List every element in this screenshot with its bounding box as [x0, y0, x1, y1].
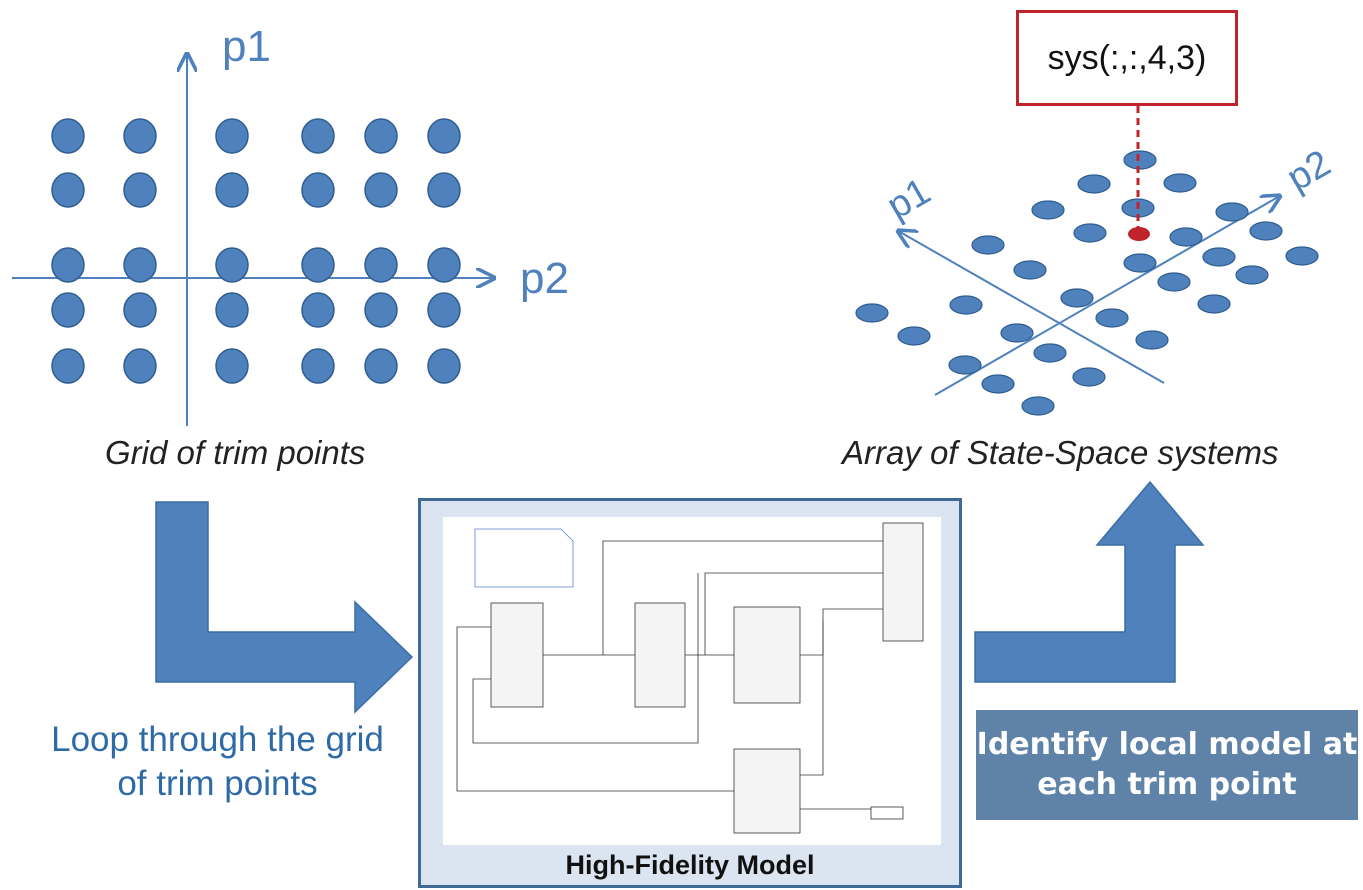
trim-point-grid — [51, 118, 461, 384]
grid-caption: Grid of trim points — [105, 434, 366, 471]
block-6 — [870, 806, 904, 820]
trim-point — [215, 172, 249, 208]
block-1 — [490, 602, 544, 708]
trim-point — [123, 292, 157, 328]
state-space-system-point — [1031, 200, 1065, 220]
note-block — [474, 528, 574, 588]
trim-point — [427, 348, 461, 384]
state-space-system-point — [1285, 246, 1319, 266]
state-space-system-point — [1073, 223, 1107, 243]
state-space-system-point — [1013, 260, 1047, 280]
state-space-system-point — [1060, 288, 1094, 308]
trim-point — [427, 118, 461, 154]
state-space-system-point — [1077, 174, 1111, 194]
model-diagram-thumbnail — [443, 517, 941, 845]
array-p1-axis-line — [900, 232, 1165, 384]
identify-local-model-box: Identify local model at each trim point — [976, 710, 1358, 820]
state-space-system-point — [981, 374, 1015, 394]
trim-point — [301, 172, 335, 208]
state-space-system-point — [1169, 227, 1203, 247]
trim-point — [301, 348, 335, 384]
trim-point — [364, 348, 398, 384]
trim-point — [51, 348, 85, 384]
trim-point — [215, 348, 249, 384]
trim-point — [215, 292, 249, 328]
trim-point — [427, 172, 461, 208]
block-2 — [634, 602, 686, 708]
highlighted-system-point — [1128, 227, 1150, 241]
trim-point — [364, 172, 398, 208]
grid-p1-label: p1 — [222, 22, 271, 71]
state-space-system-point — [855, 303, 889, 323]
trim-point — [427, 292, 461, 328]
trim-point — [301, 247, 335, 283]
state-space-system-point — [1249, 221, 1283, 241]
state-space-system-point — [1095, 308, 1129, 328]
trim-point — [364, 247, 398, 283]
trim-point — [51, 172, 85, 208]
trim-point — [123, 118, 157, 154]
trim-point — [364, 292, 398, 328]
trim-point — [301, 118, 335, 154]
trim-point — [123, 348, 157, 384]
block-3 — [733, 606, 801, 704]
trim-point — [51, 118, 85, 154]
state-space-system-point — [1215, 202, 1249, 222]
trim-point — [301, 292, 335, 328]
state-space-array — [855, 150, 1319, 416]
trim-point — [123, 172, 157, 208]
block-5 — [733, 748, 801, 834]
state-space-system-point — [1021, 396, 1055, 416]
state-space-system-point — [1197, 294, 1231, 314]
loop-text-line-1: Loop through the grid — [51, 720, 384, 759]
state-space-system-point — [1202, 247, 1236, 267]
state-space-system-point — [1123, 150, 1157, 170]
trim-point — [215, 118, 249, 154]
trim-point — [51, 292, 85, 328]
grid-axes — [12, 56, 492, 426]
state-space-system-point — [1072, 367, 1106, 387]
state-space-system-point — [1033, 343, 1067, 363]
trim-point — [123, 247, 157, 283]
high-fidelity-model-panel: High-Fidelity Model — [418, 498, 962, 888]
identify-text-line-2: each trim point — [1037, 767, 1297, 802]
highlight-label-box: sys(:,:,4,3) — [1016, 10, 1238, 106]
loop-text: Loop through the grid of trim points — [30, 718, 405, 806]
trim-point — [51, 247, 85, 283]
array-caption: Array of State-Space systems — [842, 434, 1279, 471]
simulink-block-diagram — [456, 522, 924, 834]
state-space-system-point — [1157, 272, 1191, 292]
state-space-system-point — [948, 355, 982, 375]
array-p2-axis-line — [934, 197, 1278, 396]
trim-point — [364, 118, 398, 154]
loop-arrow — [155, 501, 414, 714]
trim-point — [427, 247, 461, 283]
block-4 — [882, 522, 924, 642]
identify-text-line-1: Identify local model at — [976, 727, 1358, 762]
state-space-system-point — [949, 295, 983, 315]
identify-arrow — [974, 480, 1205, 683]
state-space-system-point — [897, 326, 931, 346]
highlight-label: sys(:,:,4,3) — [1047, 38, 1207, 77]
state-space-system-point — [1123, 253, 1157, 273]
trim-point — [215, 247, 249, 283]
state-space-system-point — [1235, 265, 1269, 285]
state-space-system-point — [1135, 330, 1169, 350]
array-axes — [900, 197, 1278, 396]
state-space-system-point — [1000, 323, 1034, 343]
loop-text-line-2: of trim points — [117, 764, 318, 803]
model-title: High-Fidelity Model — [565, 850, 815, 880]
state-space-system-point — [1163, 173, 1197, 193]
grid-p2-label: p2 — [520, 254, 569, 303]
state-space-system-point — [971, 235, 1005, 255]
